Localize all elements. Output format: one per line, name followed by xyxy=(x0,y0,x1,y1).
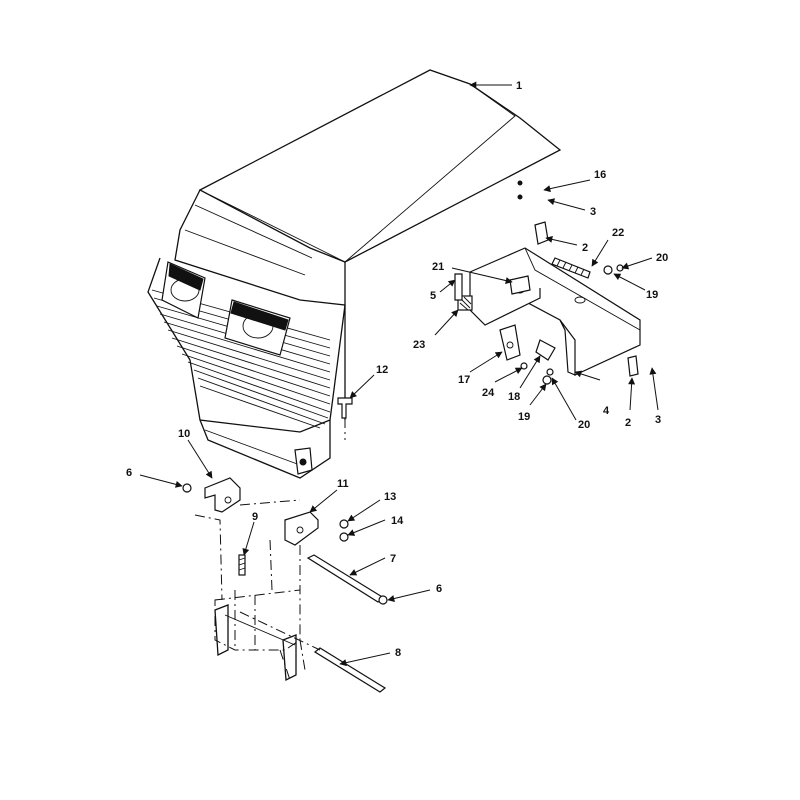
callout-12: 12 xyxy=(376,364,388,376)
callout-24: 24 xyxy=(482,387,495,399)
callout-10: 10 xyxy=(178,428,190,440)
leader-lines xyxy=(139,81,659,667)
callout-19: 19 xyxy=(646,289,658,301)
callout-14: 14 xyxy=(391,515,404,527)
callout-5: 5 xyxy=(430,290,436,302)
callout-13: 13 xyxy=(384,491,396,503)
callout-2: 2 xyxy=(582,242,588,254)
callout-20: 20 xyxy=(656,252,668,264)
callout-11: 11 xyxy=(337,478,349,490)
callout-2: 2 xyxy=(625,417,631,429)
hood-assembly xyxy=(147,69,562,479)
callout-6: 6 xyxy=(126,467,132,479)
callout-3: 3 xyxy=(590,206,596,218)
callout-20: 20 xyxy=(578,419,590,431)
callout-8: 8 xyxy=(395,647,401,659)
callout-1: 1 xyxy=(516,80,522,92)
lower-hinge-assembly xyxy=(182,477,388,693)
callout-7: 7 xyxy=(390,553,396,565)
hinge-bracket-assembly xyxy=(337,180,641,440)
callout-21: 21 xyxy=(432,261,444,273)
callout-23: 23 xyxy=(413,339,425,351)
grille-slats xyxy=(151,289,331,429)
callout-22: 22 xyxy=(612,227,624,239)
callout-19: 19 xyxy=(518,411,530,423)
callout-3: 3 xyxy=(655,414,661,426)
callout-6: 6 xyxy=(436,583,442,595)
callout-9: 9 xyxy=(252,511,258,523)
callout-16: 16 xyxy=(594,169,606,181)
callout-4: 4 xyxy=(603,405,610,417)
callout-18: 18 xyxy=(508,391,520,403)
callout-17: 17 xyxy=(458,374,470,386)
callout-labels: 1 16 3 2 22 20 21 19 5 23 17 24 18 19 20… xyxy=(126,80,668,659)
